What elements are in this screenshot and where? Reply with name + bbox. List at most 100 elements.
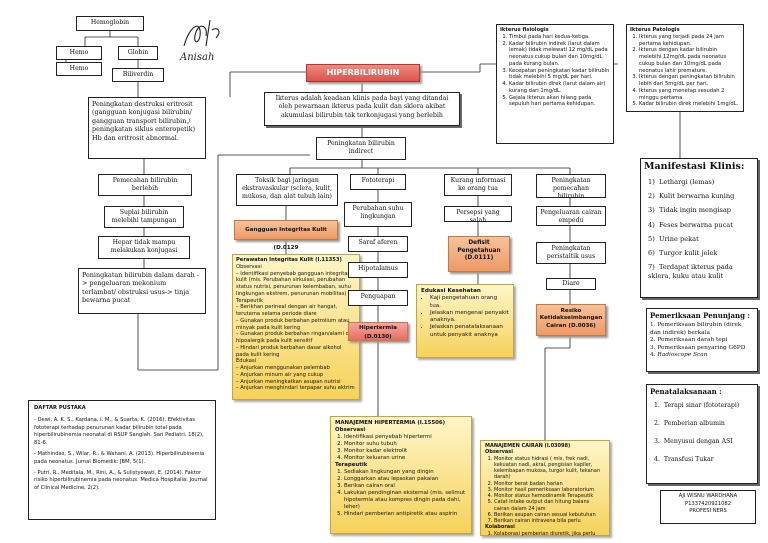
edukasi-list: Kaji pengetahuan orang tua. Jelaskan men… <box>421 295 509 339</box>
suplai-text: Suplai bilirubin melebihi tampungan <box>111 209 177 225</box>
list-item: Longgarkan atau lepaskan pakaian <box>344 476 467 483</box>
list-item: Kadar bilirubin direk (larut dalam air) … <box>509 81 610 95</box>
penunjang-list: 1. Pemeriksaan bilirubin (direk dan indi… <box>650 322 746 359</box>
suhu-text: Perubahan suhu lingkungan <box>352 205 404 221</box>
list-item: Berikan asupan cairan sesuai kebutuhan <box>494 512 605 518</box>
list-item: Anjurkan menghindari terpapar suhu ektri… <box>240 385 355 392</box>
list-item: Radioscope Scan <box>657 352 708 359</box>
observasi-label: Observasi <box>335 427 366 434</box>
biliverdin-box: Biliverdin <box>112 68 164 82</box>
pemecahan-box: Pemecahan bilirubin berlebih <box>98 174 192 196</box>
diagnosis-cairan: Resiko Ketidakseimbangan Cairan (D.0036) <box>536 304 606 336</box>
list-item: Kolaborasi pemberian diuretik, jika perl… <box>494 531 605 537</box>
pemecahan-text: Pemecahan bilirubin berlebih <box>112 177 178 193</box>
list-item: Hindari pemberian antipiretik atau aspir… <box>344 511 467 518</box>
terapeutik-label: Terapeutik <box>335 462 368 469</box>
list-item: Kulit berwarna kuning <box>658 192 735 201</box>
list-item: Berikhan perineal dengan air hangat, ter… <box>236 304 338 317</box>
pustaka-box: DAFTAR PUSTAKA - Dewi, A. K. S., Kardana… <box>28 400 216 520</box>
globin-label: Globin <box>127 49 149 56</box>
list-item: Monitor status hemodinamik Terapeutik <box>494 493 605 499</box>
list-item: Kecepatan peningkatan kadar bilirubin ti… <box>509 68 610 82</box>
manifestasi-title: Manifestasi Klinis: <box>644 161 745 172</box>
terapeutik-label: Terapeutik <box>236 297 264 304</box>
list-item: Monitor kadar elektrolit <box>344 448 467 455</box>
hemoglobin-box: Hemoglobin <box>76 16 144 31</box>
ikterus-fisiologis-list: Timbul pada hari kedua-ketiga. Kadar bil… <box>500 34 610 108</box>
manajemen-cairan-box: MANAJEMEN CAIRAN (I.03098) Observasi Mon… <box>480 440 610 537</box>
perawatan-kulit-box: Perawatan Integritas Kulit (I.11353) Obs… <box>232 254 360 400</box>
list-item: Anjurkan meningkatkan asupan nutrisi <box>240 378 341 385</box>
pemecahan-bilirubin-text: Peningkatan pemecahan bilirubin <box>551 177 591 201</box>
page-title: HIPERBILIRUBIN <box>306 64 420 82</box>
list-item: Kadar bilirubin direk melebihi 1mg/dL. <box>639 101 740 108</box>
observasi-list: – Identifikasi penyebab gangguan integri… <box>236 270 351 297</box>
list-item: Identifikasi penyebab gangguan integrita… <box>236 270 351 297</box>
observasi-list: Identifikasi penyebab hipertermi Monitor… <box>335 434 467 462</box>
hemo-label-2: Hemo <box>69 65 89 72</box>
ikterus-patologis-list: Ikterus yang terjadi pada 24 jam pertama… <box>630 34 740 108</box>
list-item: Identifikasi penyebab hipertermi <box>344 434 467 441</box>
edukasi-list: – Anjurkan menggunakan pelembab – Anjurk… <box>236 365 355 392</box>
diagnosis-hipertermia-text: Hipertermia (D.0130) <box>359 325 397 340</box>
list-item: Timbul pada hari kedua-ketiga. <box>509 34 610 41</box>
penguapan-box: Penguapan <box>348 290 408 306</box>
edukasi-kesehatan-title: Edukasi Kesehatan <box>421 288 481 294</box>
toksik-text: Toksik bagi jaringan ekstravaskular (scl… <box>242 177 332 201</box>
hemo-box-2: Hemo <box>56 62 102 76</box>
hipotalamus-text: Hipotalamus <box>358 265 398 272</box>
biliverdin-label: Biliverdin <box>122 71 154 78</box>
list-item: - Putri, R., Meditala, M., Rini, A., & S… <box>34 469 208 492</box>
list-item: Anjurkan minum air yang cukup <box>240 371 324 378</box>
observasi-list: Monitor status hidrasi ( mis, frek nadi,… <box>485 456 605 525</box>
list-item: Pemberian albumin <box>663 420 725 428</box>
fototerapi-text: Fototerapi <box>361 177 395 184</box>
list-item: Terdapat ikterus pada sklera, kuku atau … <box>648 263 733 280</box>
list-item: Lakukan pendinginan eksternal (mis. seli… <box>344 490 467 511</box>
list-item: Pemeriksaan penyaring G6PD <box>657 344 746 351</box>
persepsi-box: Persepsi yang salah <box>444 206 512 224</box>
terapeutik-list: Sediakan lingkungan yang dingin Longgark… <box>335 469 467 518</box>
list-item: Monitor keluaran urine <box>344 455 467 462</box>
observasi-label: Observasi <box>485 449 513 456</box>
ikterus-patologis-box: Ikterus Patologis Ikterus yang terjadi p… <box>626 24 744 112</box>
darah-box: Peningkatan bilirubin dalam darah -> pen… <box>78 268 206 314</box>
list-item: Gejala ikterus akan hilang pada sepuluh … <box>509 95 610 109</box>
fototerapi-box: Fototerapi <box>350 174 406 190</box>
list-item: Terapi sinar (fototerapi) <box>663 402 740 410</box>
penguapan-text: Penguapan <box>360 293 396 300</box>
list-item: Berikan cairan oral <box>344 483 467 490</box>
list-item: Turgor kulit jelek <box>658 249 718 258</box>
diagnosis-kulit: Gangguan Integritas Kulit (D.0129 <box>234 220 338 251</box>
list-item: Kaji pengetahuan orang tua. <box>430 295 509 310</box>
list-item: Feses berwarna pucat <box>658 220 733 229</box>
suhu-box: Perubahan suhu lingkungan <box>344 202 412 227</box>
penunjang-box: Pemeriksaan Penunjang : 1. Pemeriksaan b… <box>646 308 758 372</box>
manifestasi-list: 1) Lethargi (lemas) 2) Kulit berwarna ku… <box>648 177 735 280</box>
ikterus-patologis-title: Ikterus Patologis <box>630 27 680 33</box>
list-item: Pemeriksaan darah tepi <box>657 337 728 344</box>
list-item: Monitor status hidrasi ( mis, frek nadi,… <box>494 456 605 481</box>
list-item: Sediakan lingkungan yang dingin <box>344 469 467 476</box>
diagnosis-pengetahuan-text: Defisit Pengetahuan (D.0111) <box>457 240 501 262</box>
author-box: AJI WISNU WARDHANA P1337420921082 PROFES… <box>660 490 756 524</box>
list-item: Ikterus dengan peningkatan bilirubin leb… <box>639 74 740 88</box>
pemecahan-bilirubin-box: Peningkatan pemecahan bilirubin <box>536 174 606 201</box>
saraf-box: Saraf aferen <box>348 236 408 252</box>
list-item: Monitor hasil pemeriksaan laboratorium <box>494 487 605 493</box>
diagnosis-kulit-text: Gangguan Integritas Kulit (D.0129 <box>245 227 327 251</box>
hemo-box: Hemo <box>56 46 102 60</box>
list-item: Kadar bilirubin indirek (larut dalam lem… <box>509 41 610 68</box>
list-item: Jelaskan penatalaksanaan untuk penyakit … <box>430 324 509 339</box>
perawatan-kulit-title: Perawatan Integritas Kulit (I.11353) <box>236 257 342 263</box>
hemo-label: Hemo <box>69 49 89 56</box>
hepar-box: Hepar tidak mampu melakukan konjugasi <box>98 236 190 259</box>
destruksi-text: Peningkatan destruksi eritrosit (ganggua… <box>92 100 196 142</box>
list-item: Lethargi (lemas) <box>658 177 715 186</box>
hepar-text: Hepar tidak mampu melakukan konjugasi <box>110 239 178 255</box>
list-item: - Dewi, A. K. S., Kardana, I. M., & Suar… <box>34 416 204 447</box>
observasi-label: Observasi <box>236 263 262 270</box>
darah-text: Peningkatan bilirubin dalam darah -> pen… <box>82 271 199 305</box>
globin-box: Globin <box>118 46 158 60</box>
